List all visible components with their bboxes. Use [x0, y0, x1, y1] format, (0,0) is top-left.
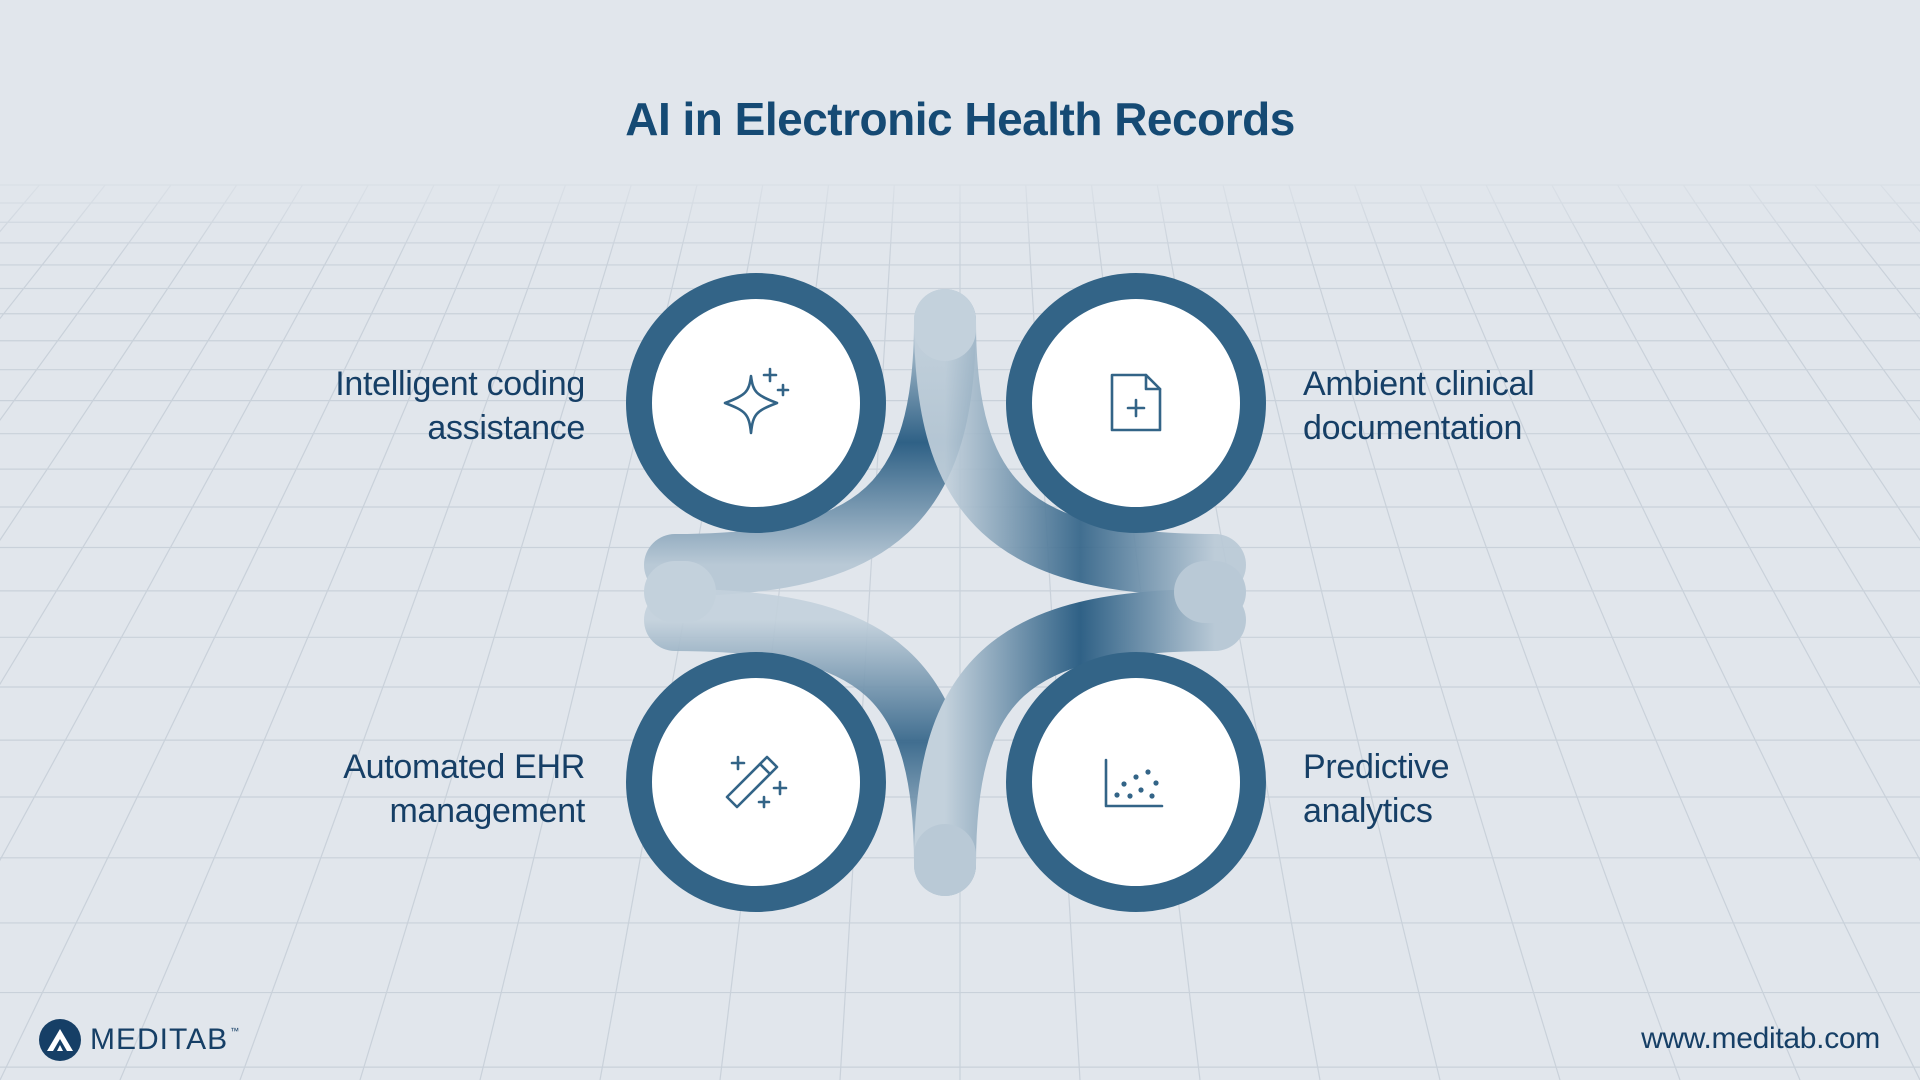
grid-line: [0, 184, 238, 542]
band-bottom-right: [914, 589, 1246, 896]
grid-line: [1617, 184, 1920, 686]
circle-bottom-right: [1006, 652, 1266, 912]
circle-bottom-left: [626, 652, 886, 912]
grid-line: [0, 184, 172, 422]
document-plus-icon: [1110, 373, 1162, 432]
label-predictive-analytics: Predictive analytics: [1303, 745, 1623, 833]
grid-line: [1748, 184, 1920, 422]
circle-top-left: [626, 273, 886, 533]
grid-line: [359, 184, 632, 1080]
label-automated-ehr: Automated EHR management: [265, 745, 585, 833]
grid-line: [1419, 184, 1801, 1080]
sparkles-icon: [723, 367, 790, 435]
label-line: management: [389, 792, 586, 830]
label-line: Ambient clinical: [1303, 365, 1535, 403]
trademark-symbol: ™: [230, 1026, 240, 1036]
label-intelligent-coding: Intelligent coding assistance: [265, 362, 585, 450]
label-line: documentation: [1303, 409, 1523, 447]
grid-fade: [0, 150, 1920, 260]
label-line: assistance: [427, 409, 585, 447]
connector-bands: [644, 289, 1246, 896]
grid-line: [1485, 184, 1920, 1080]
label-line: Automated EHR: [343, 748, 585, 786]
grid-line: [1682, 184, 1920, 542]
scatter-chart-icon: [1104, 758, 1164, 808]
label-line: Intelligent coding: [335, 365, 585, 403]
brand-name: MEDITAB: [90, 1023, 229, 1056]
label-ambient-documentation: Ambient clinical documentation: [1303, 362, 1623, 450]
grid-line: [1353, 184, 1681, 1080]
grid-line: [1222, 184, 1441, 1080]
label-line: Predictive: [1303, 748, 1450, 786]
grid-line: [239, 184, 567, 1080]
grid-line: [0, 184, 303, 686]
grid-line: [1551, 184, 1920, 862]
website-link[interactable]: www.meditab.com: [1641, 1022, 1880, 1055]
magic-wand-icon: [725, 755, 788, 809]
meditab-logo[interactable]: MEDITAB ™: [38, 1018, 239, 1062]
grid-line: [1288, 184, 1561, 1080]
label-line: analytics: [1303, 792, 1433, 830]
meditab-logo-mark-icon: [39, 1019, 81, 1061]
page-title: AI in Electronic Health Records: [625, 93, 1295, 145]
grid-line: [0, 184, 369, 862]
grid-line: [0, 184, 435, 1080]
grid-line: [119, 184, 501, 1080]
